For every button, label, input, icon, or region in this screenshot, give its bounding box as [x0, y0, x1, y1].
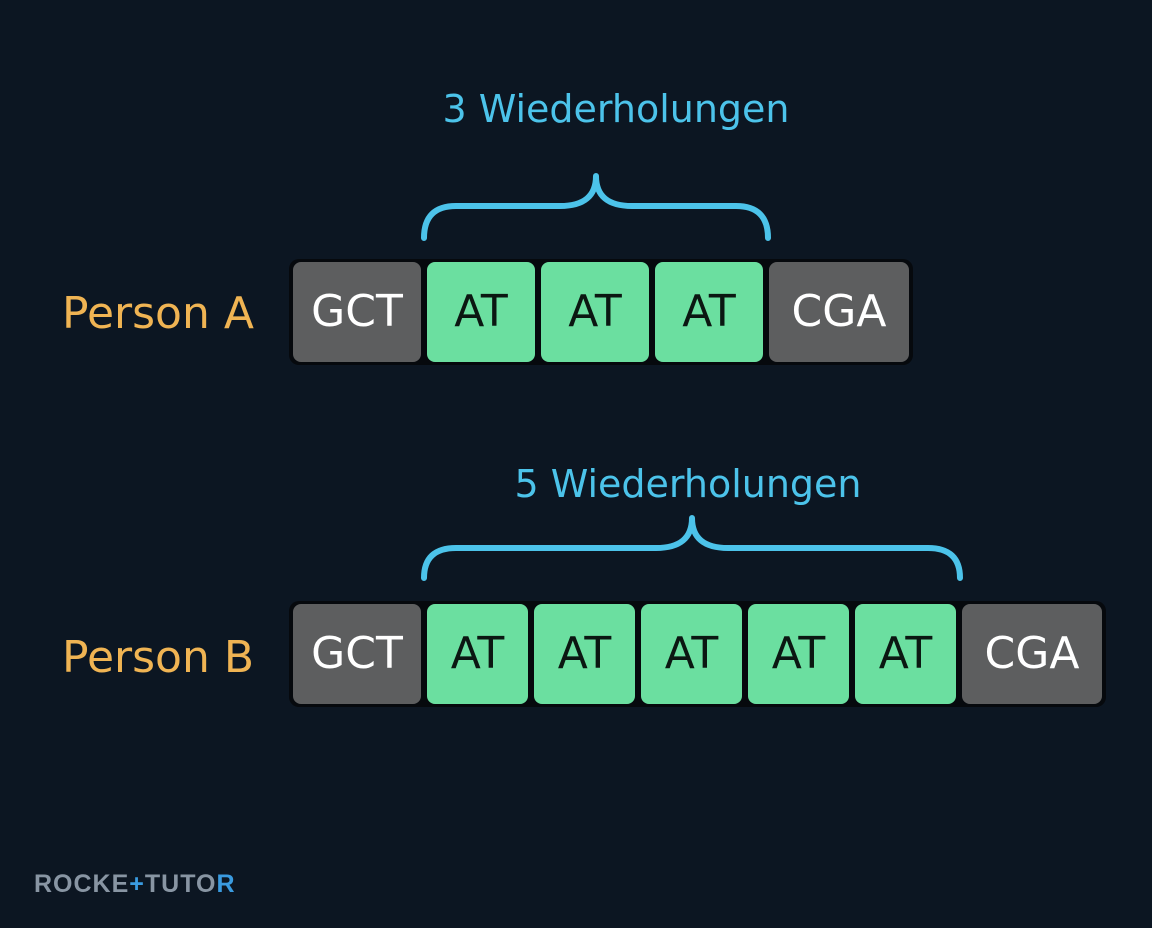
- sequence-block-repeat: AT: [748, 604, 849, 704]
- sequence-block-repeat: AT: [541, 262, 649, 362]
- sequence-block-flank-right: CGA: [962, 604, 1102, 704]
- repeat-count-label-a: 3 Wiederholungen: [442, 87, 790, 131]
- sequence-block-flank-left: GCT: [293, 262, 421, 362]
- person-b-label: Person B: [62, 632, 255, 683]
- sequence-block-flank-right: CGA: [769, 262, 909, 362]
- rocket-tutor-logo: ROCKE+TUTOR: [34, 870, 236, 898]
- sequence-block-repeat: AT: [534, 604, 635, 704]
- repeat-count-label-b: 5 Wiederholungen: [514, 462, 862, 506]
- sequence-row-a: GCT AT AT AT CGA: [289, 259, 913, 365]
- sequence-block-repeat: AT: [655, 262, 763, 362]
- sequence-block-repeat: AT: [427, 262, 535, 362]
- sequence-block-repeat: AT: [427, 604, 528, 704]
- sequence-block-flank-left: GCT: [293, 604, 421, 704]
- person-a-label: Person A: [62, 288, 254, 339]
- sequence-block-repeat: AT: [641, 604, 742, 704]
- sequence-block-repeat: AT: [855, 604, 956, 704]
- sequence-row-b: GCT AT AT AT AT AT CGA: [289, 601, 1106, 707]
